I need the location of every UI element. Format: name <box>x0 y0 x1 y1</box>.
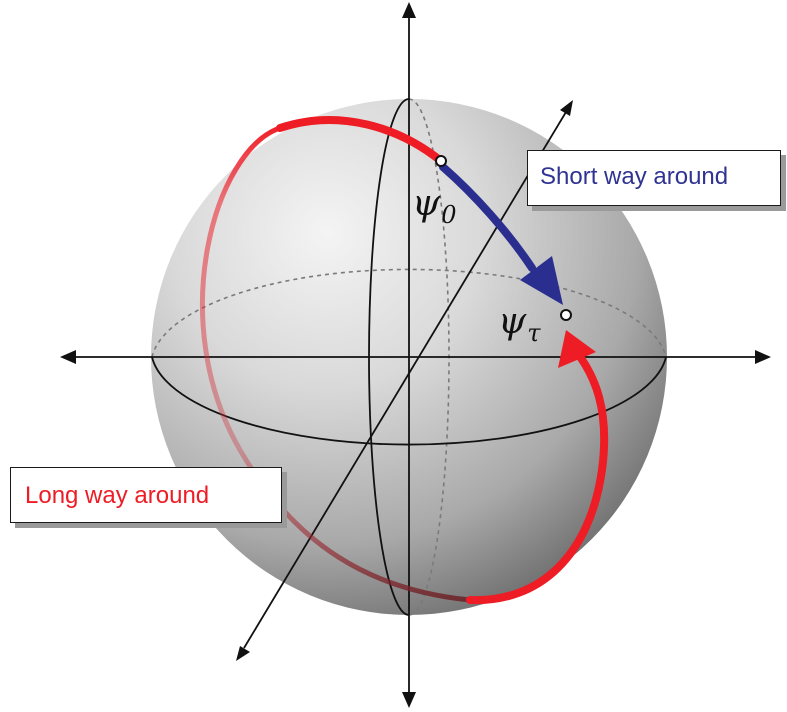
vertical-axis-bottom-arrow-icon <box>402 692 416 708</box>
long-path-return <box>466 346 609 605</box>
psi-tau-symbol: ψ <box>498 301 527 342</box>
psi-0-symbol: ψ <box>412 183 441 224</box>
psi-tau-subscript: τ <box>527 319 541 347</box>
long-path-front <box>276 116 445 165</box>
long-way-callout: Long way around <box>10 467 282 523</box>
axes <box>60 2 771 708</box>
psi-0-marker-icon <box>435 155 447 167</box>
short-path-arrowhead-icon <box>520 256 563 305</box>
horizontal-axis-left-arrow-icon <box>60 350 76 364</box>
equator-back-dashed <box>151 268 667 358</box>
long-path-back <box>199 125 473 603</box>
psi-tau-label: ψτ <box>498 301 541 347</box>
short-way-callout: Short way around <box>527 150 781 206</box>
psi-0-label: ψ0 <box>412 183 457 229</box>
psi-tau-marker-icon <box>560 309 572 321</box>
diagonal-axis-bottom-arrow-icon <box>236 646 250 661</box>
horizontal-axis-right-arrow-icon <box>755 350 771 364</box>
short-path <box>439 163 536 272</box>
long-path-arrowhead-icon <box>558 330 596 368</box>
vertical-axis-top-arrow-icon <box>402 2 416 18</box>
long-way-callout-text: Long way around <box>25 482 210 509</box>
diagonal-axis-top-arrow-icon <box>560 100 573 116</box>
diagonal-axis <box>243 111 567 649</box>
short-way-callout-text: Short way around <box>540 163 729 190</box>
psi-0-subscript: 0 <box>441 201 457 229</box>
